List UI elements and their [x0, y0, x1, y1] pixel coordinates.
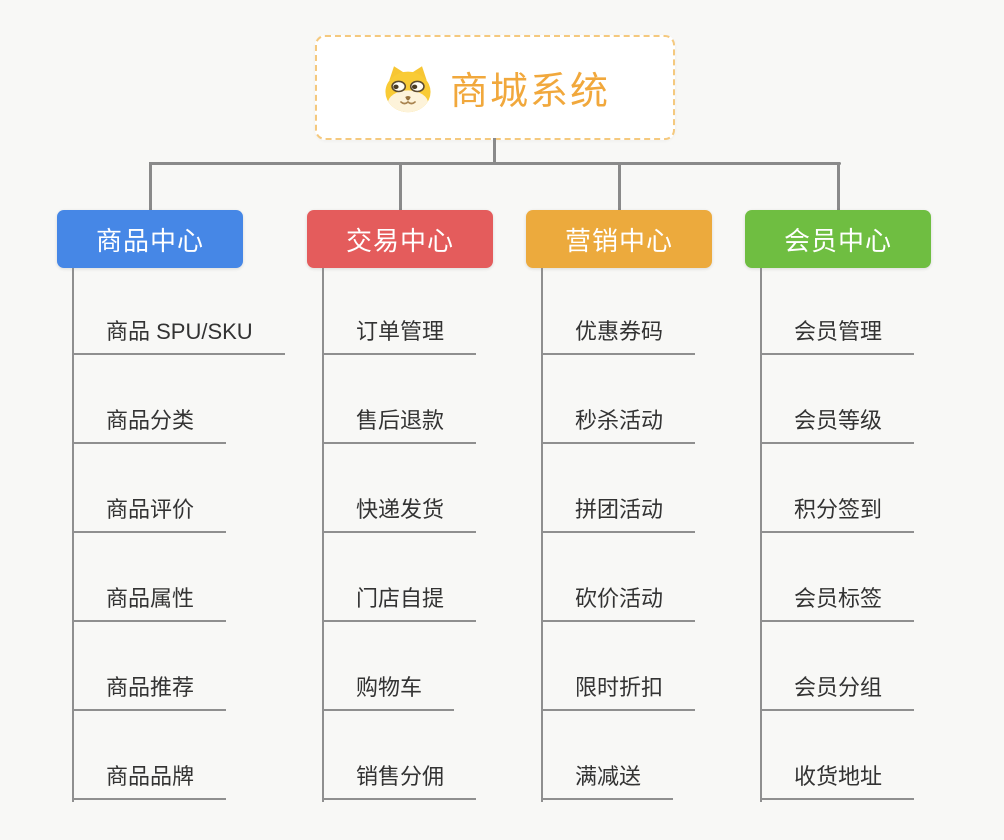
drop-line-product: [149, 162, 152, 212]
spine-marketing: [541, 268, 543, 802]
item-product-spu-sku[interactable]: 商品 SPU/SKU: [72, 317, 285, 355]
item-member-level[interactable]: 会员等级: [760, 406, 915, 444]
item-order-management[interactable]: 订单管理: [322, 317, 477, 355]
item-product-brand[interactable]: 商品品牌: [72, 762, 227, 800]
dog-face-icon: [385, 65, 431, 112]
item-after-sale-refund[interactable]: 售后退款: [322, 406, 477, 444]
item-member-management[interactable]: 会员管理: [760, 317, 915, 355]
item-product-recommend[interactable]: 商品推荐: [72, 673, 227, 711]
drop-line-trade: [399, 162, 402, 212]
item-shipping-address[interactable]: 收货地址: [760, 762, 915, 800]
drop-line-marketing: [618, 162, 621, 212]
item-points-checkin[interactable]: 积分签到: [760, 495, 915, 533]
item-product-category[interactable]: 商品分类: [72, 406, 227, 444]
item-express-delivery[interactable]: 快递发货: [322, 495, 477, 533]
item-store-pickup[interactable]: 门店自提: [322, 584, 477, 622]
branch-box-product-center[interactable]: 商品中心: [57, 210, 243, 268]
item-full-reduction[interactable]: 满减送: [541, 762, 674, 800]
root-title: 商城系统: [449, 71, 610, 113]
root-stem-line: [493, 138, 496, 165]
spine-trade: [322, 268, 324, 802]
branch-box-trade-center[interactable]: 交易中心: [307, 210, 493, 268]
item-sales-commission[interactable]: 销售分佣: [322, 762, 477, 800]
item-product-review[interactable]: 商品评价: [72, 495, 227, 533]
item-coupon-code[interactable]: 优惠券码: [541, 317, 696, 355]
branch-bus-line: [149, 162, 841, 165]
spine-product: [72, 268, 74, 802]
item-bargain-activity[interactable]: 砍价活动: [541, 584, 696, 622]
branch-box-marketing-center[interactable]: 营销中心: [526, 210, 712, 268]
item-member-group[interactable]: 会员分组: [760, 673, 915, 711]
item-limited-discount[interactable]: 限时折扣: [541, 673, 696, 711]
root-node-mall-system[interactable]: 商城系统: [315, 35, 675, 140]
branch-box-member-center[interactable]: 会员中心: [745, 210, 931, 268]
spine-member: [760, 268, 762, 802]
item-shopping-cart[interactable]: 购物车: [322, 673, 455, 711]
item-flash-sale[interactable]: 秒杀活动: [541, 406, 696, 444]
item-group-buy[interactable]: 拼团活动: [541, 495, 696, 533]
item-member-tag[interactable]: 会员标签: [760, 584, 915, 622]
item-product-attribute[interactable]: 商品属性: [72, 584, 227, 622]
drop-line-member: [837, 162, 840, 212]
